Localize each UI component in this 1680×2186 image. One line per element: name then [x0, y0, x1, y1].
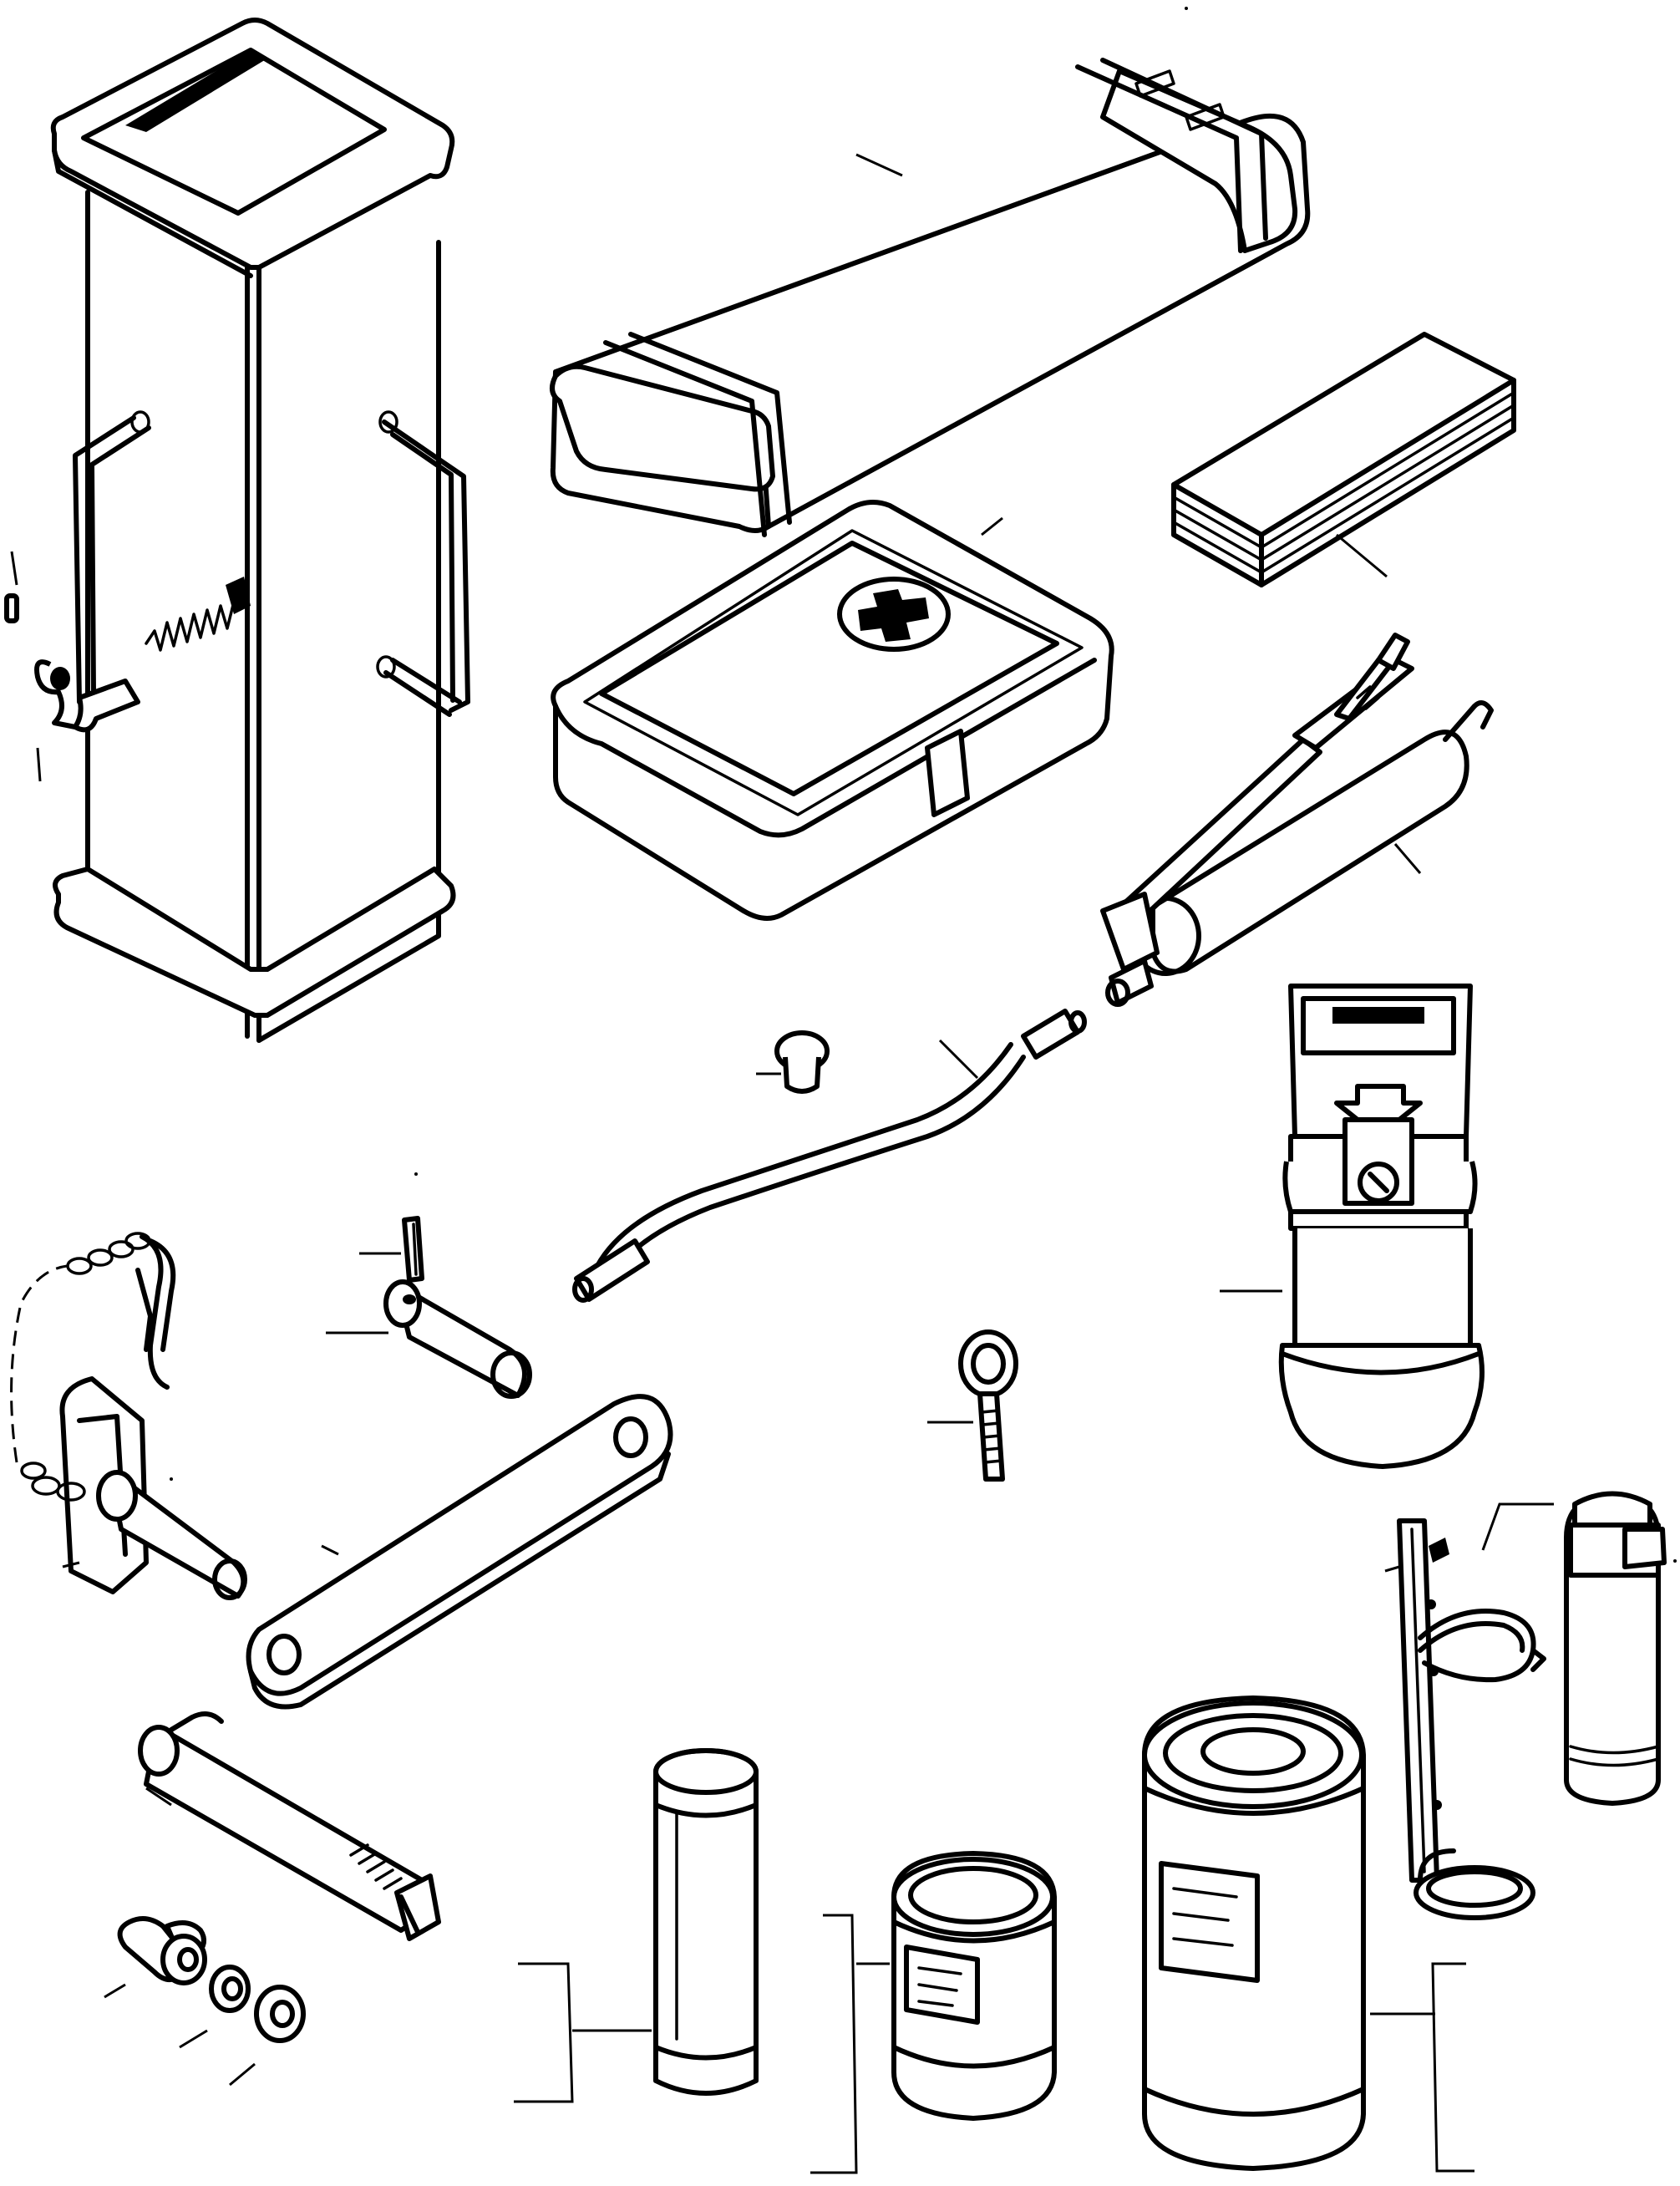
hitch-pin-with-chain: [10, 1232, 247, 1600]
dust-cap: [756, 1030, 830, 1094]
eye-bolt: [927, 1329, 1018, 1482]
extinguisher-bracket: [1384, 1491, 1667, 1920]
warning-triangle-case: [550, 58, 1311, 537]
grease-gun: [1100, 633, 1494, 1007]
first-aid-kit: [551, 500, 1114, 921]
spindle: [138, 1711, 441, 1941]
large-tin: [1142, 1695, 1474, 2173]
spray-can: [514, 1748, 759, 2103]
tool-box-column: [4, 18, 470, 1043]
roll-pin: [359, 1216, 424, 1283]
wing-nut-and-washers: [104, 1916, 306, 2087]
manual-booklet: [1171, 332, 1516, 587]
clevis-pin: [326, 1279, 532, 1399]
small-tin: [810, 1851, 1057, 2174]
link-bar: [246, 1394, 673, 1710]
fire-extinguisher: [1220, 984, 1485, 1469]
grease-hose: [572, 1009, 1087, 1303]
